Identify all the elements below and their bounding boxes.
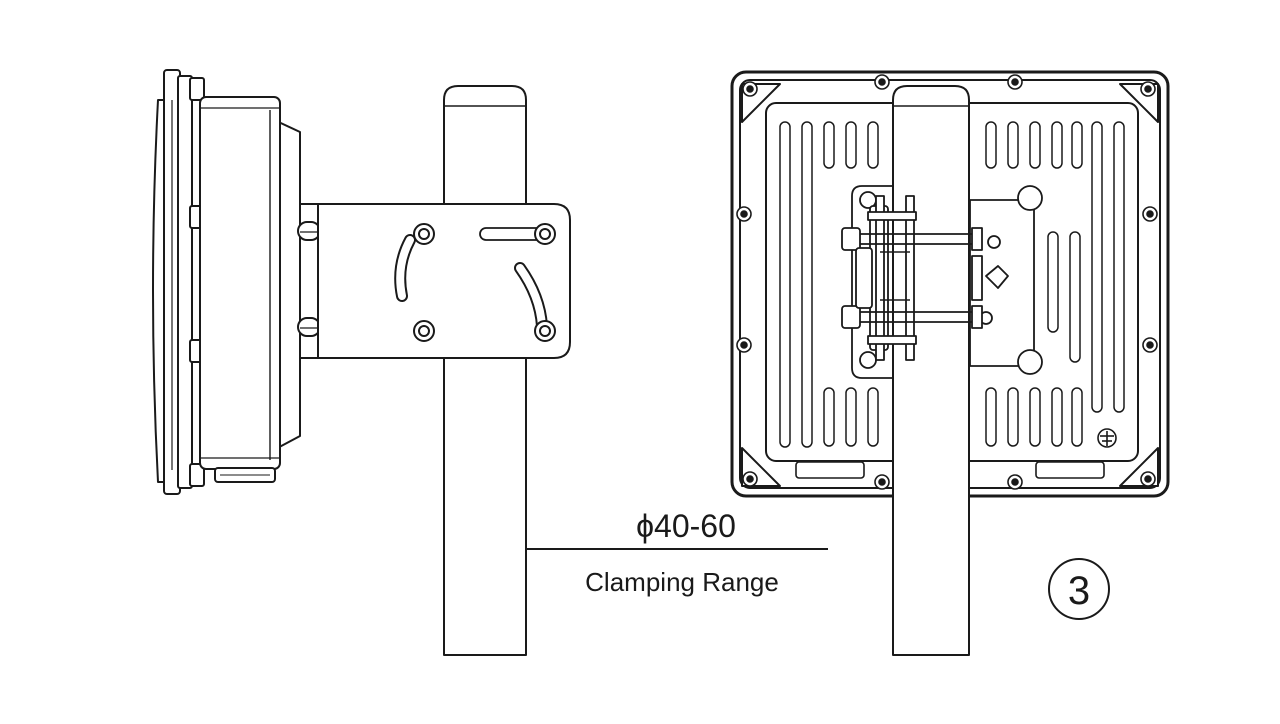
dimension-annotation: ϕ40-60 Clamping Range — [527, 508, 828, 597]
pole-front-view — [892, 85, 970, 656]
step-number-badge: 3 — [1048, 558, 1110, 620]
u-bolt-clamp — [841, 195, 983, 361]
frame-screws — [736, 74, 1158, 490]
step-number: 3 — [1068, 569, 1090, 613]
antenna-housing-side — [199, 96, 301, 483]
antenna-front-cover — [152, 69, 205, 495]
bracket-plate — [317, 203, 571, 359]
pole-side-view — [443, 85, 527, 656]
clamping-range-caption: Clamping Range — [585, 567, 779, 597]
standoff-connector — [297, 203, 321, 359]
clamping-diameter-value: ϕ40-60 — [636, 508, 736, 544]
ground-screw-icon — [1097, 428, 1117, 448]
side-view — [152, 69, 571, 656]
back-view — [730, 70, 1170, 656]
